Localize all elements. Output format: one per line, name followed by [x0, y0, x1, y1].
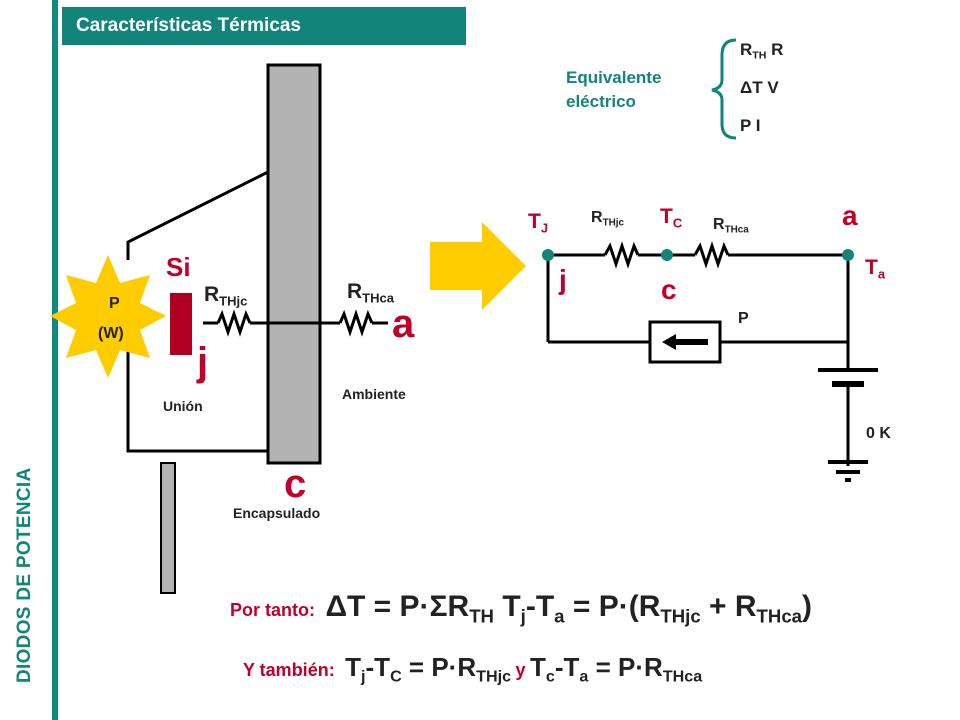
circuit-tc-sub: C [672, 215, 683, 231]
ambiente-label: Ambiente [342, 386, 406, 402]
circuit-rthca-label: RTHca [713, 216, 749, 235]
equation-1-label: Por tanto: [230, 600, 315, 620]
eq1-s5: THca [756, 605, 802, 627]
equivalent-label-line2: eléctrico [566, 92, 636, 111]
eq2-p6: = P·R [588, 652, 663, 682]
equation-line-2: Y también: Tj-TC = P·RTHjc y Tc-Ta = P·R… [243, 652, 702, 687]
circuit-rthjc-r: R [591, 209, 603, 226]
physical-rthjc-r: R [204, 283, 220, 306]
eq1-p6: ) [802, 590, 812, 623]
physical-rthca-r: R [347, 280, 363, 303]
eq1-p4: = P·(R [572, 590, 661, 623]
eq-row2-a: ΔT [740, 78, 763, 97]
physical-rthca-sub: THca [362, 290, 394, 306]
sidebar-accent-bar [52, 0, 58, 720]
circuit-rthjc-sub: THjc [602, 217, 625, 229]
eq2-p1: T [345, 652, 362, 682]
physical-rthjc-label: RTHjc [204, 283, 247, 309]
eq2-s5: a [579, 667, 589, 686]
eq2-p2: -T [365, 652, 391, 682]
eq1-s3: a [554, 605, 565, 627]
source-w-label: (W) [98, 325, 124, 342]
equivalent-brace [711, 38, 737, 140]
silicon-chip [170, 293, 192, 355]
equivalent-row-2: ΔT V [740, 78, 779, 98]
device-lead [160, 462, 176, 594]
case-block [266, 63, 322, 465]
heat-source-burst [50, 255, 166, 378]
eq-row3-a: P [740, 116, 752, 135]
eq1-p2: T [502, 590, 521, 623]
circuit-zero-k-label: 0 K [866, 425, 891, 442]
physical-j-label: j [197, 340, 209, 384]
circuit-tc-t: T [660, 205, 673, 228]
circuit-ta-t: T [865, 256, 878, 279]
eq1-s1: TH [469, 605, 494, 627]
circuit-rthca-r: R [713, 216, 725, 233]
eq1-p3: -T [525, 590, 555, 623]
eq1-p5: + R [700, 590, 757, 623]
equation-2-body: Tj-TC = P·RTHjc [345, 652, 511, 686]
eq2-s2: C [390, 667, 402, 686]
eq2-p3: = P·R [401, 652, 477, 682]
equivalent-label: Equivalente eléctrico [566, 66, 661, 114]
circuit-tj-t: T [528, 210, 541, 233]
eq1-s4: THjc [660, 605, 701, 627]
power-source-arrow [662, 334, 708, 350]
circuit-rthca-sub: THca [724, 224, 749, 236]
eq-row1-a: R [740, 40, 753, 59]
transform-arrow [430, 222, 526, 310]
equation-2-body-b: Tc-Ta = P·RTHca [529, 652, 702, 686]
physical-thermal-path [203, 309, 388, 337]
device-outline [126, 170, 269, 453]
physical-c-label: c [284, 462, 307, 506]
eq2-s1: j [361, 667, 366, 686]
eq2-s4: c [545, 667, 555, 686]
equation-2-label: Y también: [243, 660, 335, 680]
circuit-a-label: a [842, 200, 858, 231]
eq2-s6: THca [662, 667, 703, 686]
eq1-p1: ΔT = P·ΣR [325, 590, 470, 623]
eq2-p5: -T [554, 652, 580, 682]
equation-line-1: Por tanto: ΔT = P·ΣRTH Tj-Ta = P·(RTHjc … [230, 590, 812, 628]
circuit-ta-sub: a [877, 266, 886, 282]
slide-title: Características Térmicas [62, 7, 466, 45]
eq-row1-a-sub: TH [752, 49, 767, 62]
eq2-p4: T [529, 652, 546, 682]
union-label: Unión [163, 398, 203, 414]
circuit-c-label: c [661, 274, 677, 305]
circuit-p-label: P [738, 310, 749, 327]
physical-rthca-label: RTHca [347, 280, 394, 306]
equation-1-body: ΔT = P·ΣRTH Tj-Ta = P·(RTHjc + RTHca) [325, 590, 812, 627]
circuit-tc-label: TC [660, 205, 682, 231]
circuit-tj-label: TJ [528, 210, 548, 236]
equivalent-label-line1: Equivalente [566, 68, 662, 87]
equivalent-row-3: P I [740, 116, 761, 136]
eq-row1-b: R [771, 40, 784, 59]
equivalent-row-1: RTH R [740, 40, 783, 62]
encapsulado-label: Encapsulado [233, 505, 321, 521]
equation-2-y: y [515, 660, 526, 680]
eq-row3-b: I [755, 116, 761, 135]
node-c [661, 249, 673, 261]
eq-row2-b: V [767, 78, 779, 97]
source-p-label: P [109, 295, 120, 312]
circuit-j-label: j [559, 264, 567, 295]
circuit-tj-sub: J [540, 220, 549, 236]
eq2-s3: THjc [476, 667, 512, 686]
node-a [842, 249, 854, 261]
eq1-s2: j [520, 605, 526, 627]
circuit-rthjc-label: RTHjc [591, 209, 624, 228]
si-label: Si [166, 252, 191, 282]
node-j [542, 249, 554, 261]
physical-rthjc-sub: THjc [219, 293, 248, 309]
physical-a-label: a [392, 302, 415, 346]
circuit-ta-label: Ta [865, 256, 885, 282]
